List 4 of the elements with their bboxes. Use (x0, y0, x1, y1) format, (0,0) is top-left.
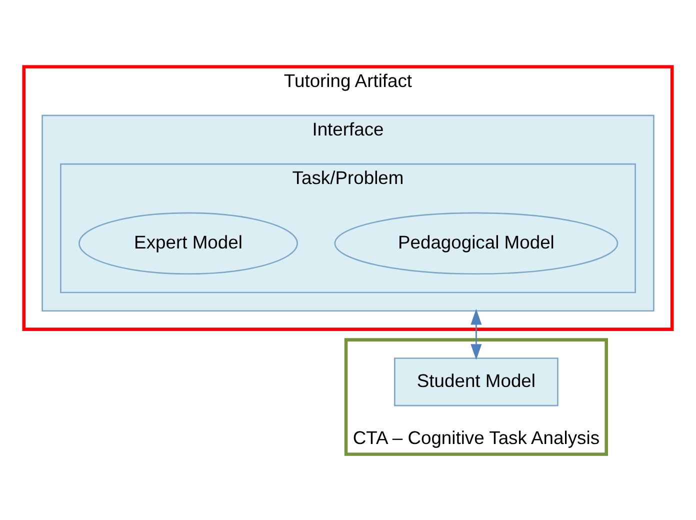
arrow (470, 308, 482, 360)
node-ellipse: Expert Model (78, 212, 298, 274)
node-ellipse: Pedagogical Model (334, 212, 618, 274)
node-box: Student Model (394, 357, 558, 406)
